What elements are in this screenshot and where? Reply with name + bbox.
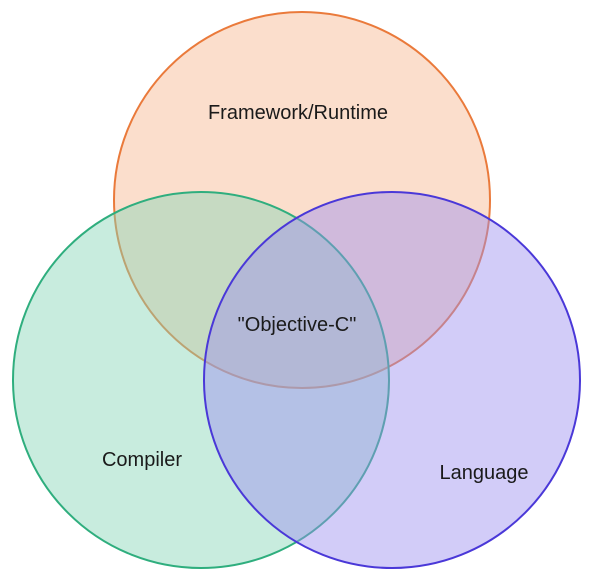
language-label: Language (440, 462, 529, 484)
framework-runtime-label: Framework/Runtime (208, 102, 388, 124)
language-circle (203, 191, 581, 569)
objective-c-label: "Objective-C" (238, 314, 357, 336)
framework-runtime-circle (113, 11, 491, 389)
compiler-circle (12, 191, 390, 569)
compiler-label: Compiler (102, 449, 182, 471)
